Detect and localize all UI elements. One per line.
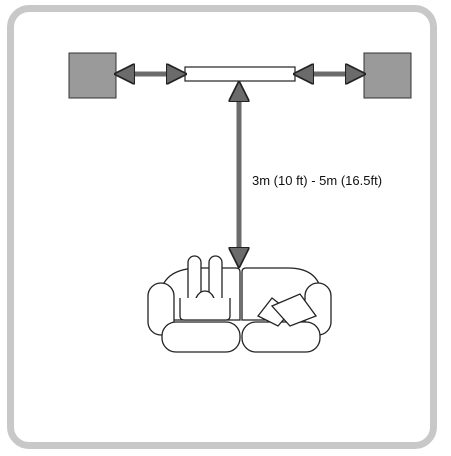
distance-label: 3m (10 ft) - 5m (16.5ft) [252,173,382,188]
right-speaker-icon [363,52,412,99]
sofa-icon [147,255,332,353]
screen-icon [184,66,296,82]
left-speaker-icon [68,52,117,99]
